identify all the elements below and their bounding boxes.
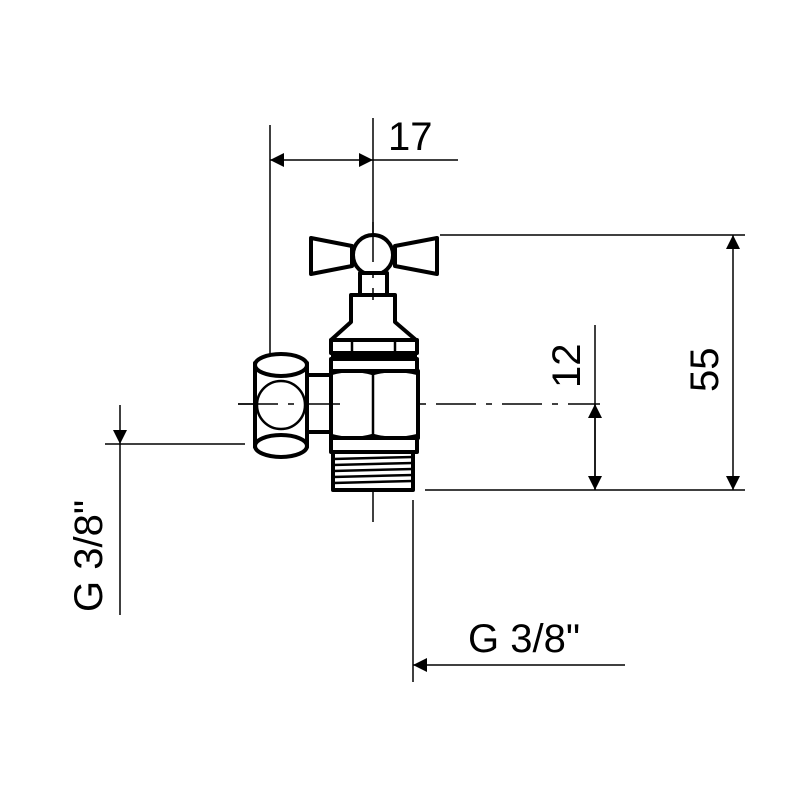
bonnet [329, 293, 418, 342]
dimension-55-label: 55 [683, 348, 727, 393]
thread-lines [332, 455, 414, 485]
inlet-thread-label: G 3/8" [67, 500, 111, 612]
dimension-outlet-thread: G 3/8" [412, 500, 625, 682]
valve-body [238, 222, 439, 492]
dimension-55: 55 [425, 234, 745, 491]
dimension-12-label: 12 [545, 344, 589, 389]
dimension-17: 17 [269, 115, 458, 355]
handle-right-wing [393, 236, 439, 276]
outlet-thread-label: G 3/8" [468, 617, 580, 661]
hex-body [329, 369, 420, 440]
dimension-12: 12 [545, 325, 602, 490]
dimension-inlet-thread: G 3/8" [67, 405, 245, 615]
dimension-17-label: 17 [388, 115, 433, 159]
handle-left-wing [309, 236, 354, 276]
